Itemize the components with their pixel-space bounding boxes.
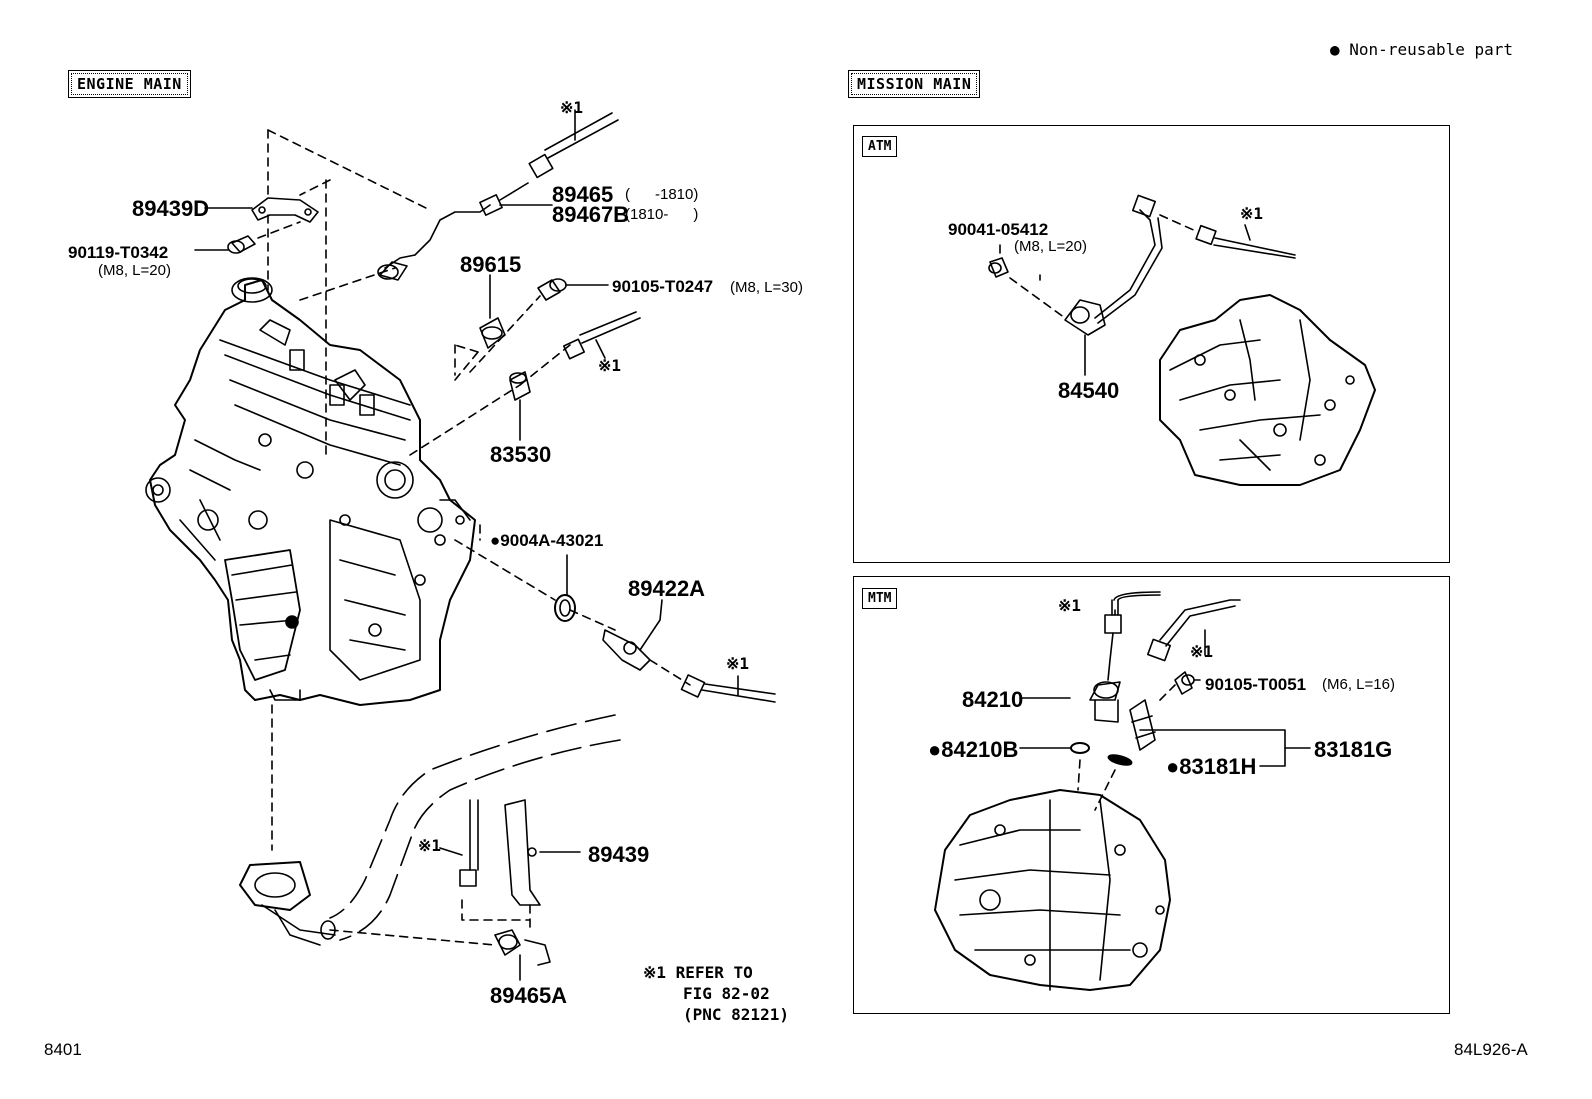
exhaust-pipe-illustration: [239, 714, 621, 946]
part-89465[interactable]: 89465: [552, 182, 614, 207]
non-reusable-icon: ●: [928, 737, 942, 762]
section-title-engine-main: ENGINE MAIN: [68, 70, 191, 98]
legend-text: Non-reusable part: [1349, 40, 1514, 59]
engine-assembly-illustration: [145, 277, 476, 706]
part-90105-t0247-spec: (M8, L=30): [730, 279, 803, 296]
ref-mark-2: ※1: [598, 356, 622, 375]
atm-tag: ATM: [862, 136, 898, 157]
part-83181h[interactable]: ●83181H: [1166, 754, 1256, 780]
part-90041-05412[interactable]: 90041-05412: [948, 220, 1049, 239]
ref-mark-6: ※1: [1058, 596, 1082, 615]
part-90119-spec: (M8, L=20): [98, 262, 171, 279]
part-89467b-range: (1810- ): [625, 206, 699, 223]
atm-transmission-illustration: [1159, 294, 1376, 486]
part-89465a[interactable]: 89465A: [490, 983, 568, 1008]
ref-mark-7: ※1: [1190, 642, 1214, 661]
mtm-solid-leaders: [1019, 274, 1311, 767]
part-90105-t0051-spec: (M6, L=16): [1322, 676, 1395, 693]
non-reusable-icon: ●: [1166, 754, 1180, 779]
o2-sensor-upper-illustration: [377, 112, 619, 281]
non-reusable-bullet-icon: ●: [1330, 40, 1340, 59]
reference-note-line-3: (PNC 82121): [683, 1005, 789, 1024]
part-84210[interactable]: 84210: [962, 687, 1024, 712]
part-83181g[interactable]: 83181G: [1314, 737, 1393, 762]
reference-note-line-1: ※1 REFER TO: [643, 963, 753, 982]
mtm-tag: MTM: [862, 588, 898, 609]
ref-mark-1: ※1: [560, 98, 584, 117]
part-89615[interactable]: 89615: [460, 252, 522, 277]
83181g-switch-illustration: [1107, 599, 1241, 766]
non-reusable-icon: ●: [490, 531, 501, 550]
engine-dashed-leaders: [257, 129, 691, 946]
ref-mark-4: ※1: [418, 836, 442, 855]
part-89467b[interactable]: 89467B: [552, 202, 630, 227]
ref-mark-5: ※1: [1240, 204, 1264, 223]
part-89465-range: ( -1810): [625, 186, 699, 203]
reference-note: ※1 REFER TO FIG 82-02 (PNC 82121): [643, 962, 789, 1025]
84540-sensor-illustration: [988, 194, 1296, 376]
84210-sensor-illustration: [1070, 591, 1161, 754]
part-90041-spec: (M8, L=20): [1014, 238, 1087, 255]
89615-clip-illustration: [479, 274, 506, 349]
83530-switch-illustration: [509, 311, 641, 441]
part-90119-t0342[interactable]: 90119-T0342: [68, 243, 169, 262]
part-83530[interactable]: 83530: [490, 442, 552, 467]
part-84540[interactable]: 84540: [1058, 378, 1120, 403]
atm-dashed-leaders: [1009, 214, 1199, 319]
figure-number: 8401: [44, 1040, 82, 1059]
part-89439d[interactable]: 89439D: [132, 196, 210, 221]
mtm-transmission-illustration: [934, 789, 1171, 991]
part-90105-t0051[interactable]: 90105-T0051: [1205, 675, 1307, 694]
part-84210b-label: 84210B: [941, 737, 1019, 762]
89422a-sensor-illustration: [554, 554, 776, 703]
reference-note-line-2: FIG 82-02: [683, 984, 770, 1003]
part-9004a-label: 9004A-43021: [500, 531, 604, 550]
section-title-mission-main: MISSION MAIN: [848, 70, 981, 98]
mtm-dashed-leaders: [1077, 684, 1176, 811]
part-89422a[interactable]: 89422A: [628, 576, 706, 601]
89465a-sensor-illustration: [439, 799, 551, 981]
atm-panel: [853, 125, 1450, 563]
ref-mark-3: ※1: [726, 654, 750, 673]
part-90105-t0247[interactable]: 90105-T0247: [612, 277, 714, 296]
89439d-bracket-illustration: [194, 197, 319, 254]
legend: ● Non-reusable part: [1330, 40, 1513, 59]
part-84210b[interactable]: ●84210B: [928, 737, 1018, 763]
89439-bracket-illustration: [504, 799, 581, 906]
illustration-code: 84L926-A: [1454, 1040, 1528, 1059]
part-89439[interactable]: 89439: [588, 842, 650, 867]
part-9004a-43021[interactable]: ●9004A-43021: [490, 531, 603, 551]
mtm-panel: [853, 576, 1450, 1014]
90105-t0247-bolt-illustration: [537, 278, 609, 301]
part-83181h-label: 83181H: [1179, 754, 1257, 779]
